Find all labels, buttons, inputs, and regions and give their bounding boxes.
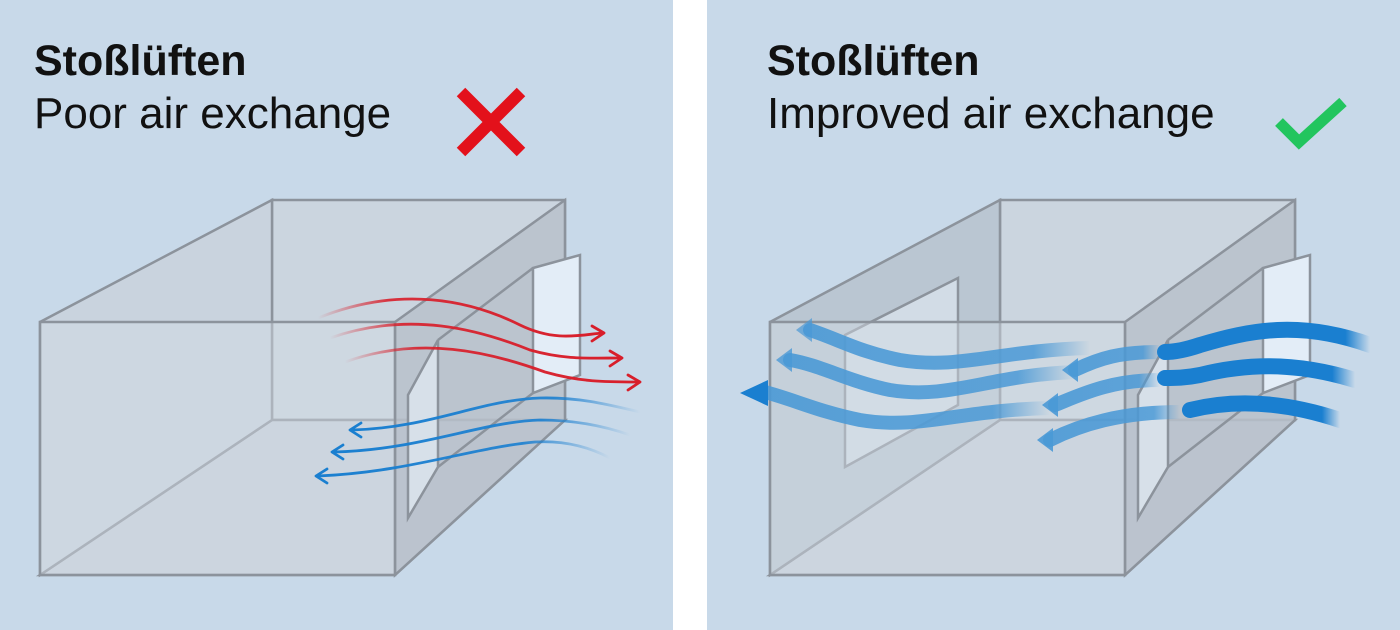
warm-air-arrows [316, 297, 640, 384]
panel-title: Stoßlüften [767, 37, 980, 85]
panel-title: Stoßlüften [34, 37, 247, 85]
cold-air-arrowheads [314, 421, 363, 485]
room-box [765, 197, 1312, 578]
cross-icon [456, 87, 526, 157]
outgoing-arrowhead [740, 380, 768, 406]
panel-poor-exchange: Stoßlüften Poor air exchange [0, 0, 673, 630]
panel-improved-exchange: Stoßlüften Improved air exchange [707, 0, 1400, 630]
panel-subtitle: Improved air exchange [767, 89, 1215, 138]
checkmark-icon [1275, 97, 1347, 150]
interior-air-streams [758, 323, 1187, 447]
interior-arrowheads [776, 318, 1078, 452]
room-diagram-single-window [35, 197, 642, 578]
panel-subtitle: Poor air exchange [34, 89, 392, 138]
cold-air-arrows [316, 396, 642, 478]
incoming-air-streams [1157, 321, 1378, 428]
room-diagram-cross-ventilation [740, 197, 1378, 578]
warm-air-arrowheads [590, 324, 642, 392]
room-box [35, 197, 582, 578]
